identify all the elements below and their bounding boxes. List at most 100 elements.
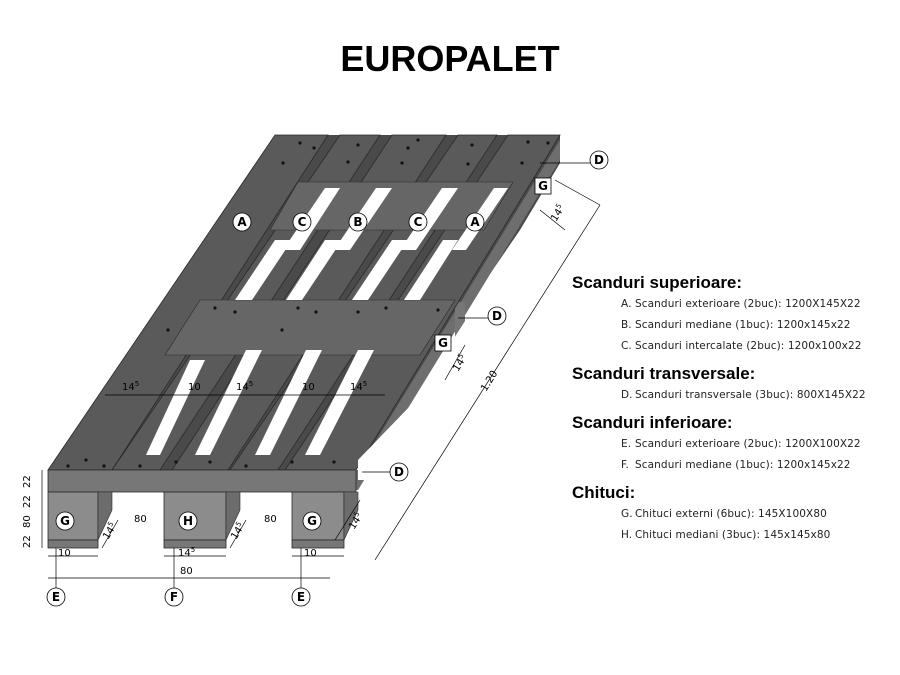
label-d-front: D bbox=[389, 462, 409, 482]
slot-12 bbox=[305, 350, 374, 455]
legend-item: F. Scanduri mediane (1buc): 1200x145x22 bbox=[572, 455, 892, 476]
legend-item-text: Scanduri intercalate (2buc): 1200x100x22 bbox=[635, 340, 862, 352]
svg-text:G: G bbox=[538, 179, 548, 193]
slot-11 bbox=[255, 350, 322, 455]
svg-text:G: G bbox=[60, 514, 70, 528]
label-e-left: E bbox=[46, 587, 66, 607]
dim-22-top: 22 bbox=[22, 475, 33, 488]
svg-text:H: H bbox=[183, 514, 193, 528]
label-g-left: G bbox=[55, 511, 75, 531]
dim-board-c2-width: 10 bbox=[302, 382, 315, 393]
legend-item-text: Scanduri mediane (1buc): 1200x145x22 bbox=[635, 319, 851, 331]
dim-height-80-right: 80 bbox=[264, 514, 277, 525]
label-d-rear: D bbox=[589, 150, 609, 170]
svg-text:F: F bbox=[170, 590, 178, 604]
legend-item-letter: B. bbox=[621, 319, 632, 331]
dim-block-g-right: 10 bbox=[304, 548, 317, 559]
legend-item: G.Chituci externi (6buc): 145X100X80 bbox=[572, 504, 892, 525]
legend-panel: Scanduri superioare:A.Scanduri exterioar… bbox=[572, 272, 892, 546]
legend-item-letter: A. bbox=[621, 298, 632, 310]
leader-lines bbox=[55, 548, 302, 588]
slot-7 bbox=[352, 240, 408, 300]
middle-cross-board bbox=[164, 299, 456, 356]
legend-section-title: Scanduri transversale: bbox=[572, 364, 756, 383]
legend-item-letter: H. bbox=[621, 529, 633, 541]
svg-text:B: B bbox=[353, 215, 362, 229]
label-c-right: C bbox=[408, 212, 428, 232]
svg-text:G: G bbox=[438, 336, 448, 350]
legend-section-title: Chituci: bbox=[572, 483, 636, 502]
dimension-lines bbox=[41, 162, 601, 579]
label-g-rear: G bbox=[534, 177, 552, 195]
label-c-left: C bbox=[292, 212, 312, 232]
legend-item: H.Chituci mediani (3buc): 145x145x80 bbox=[572, 525, 892, 546]
legend-item-text: Scanduri exterioare (2buc): 1200X100X22 bbox=[635, 438, 861, 450]
legend-item-text: Chituci mediani (3buc): 145x145x80 bbox=[635, 529, 831, 541]
block-g-left-side bbox=[97, 491, 113, 541]
bottom-board-e-right bbox=[291, 539, 345, 549]
dim-board-a-width: 145 bbox=[122, 380, 139, 393]
block-g-left bbox=[47, 491, 99, 541]
legend-item-letter: D. bbox=[621, 389, 633, 401]
slot-6 bbox=[286, 240, 342, 300]
slot-5 bbox=[235, 240, 292, 300]
label-b: B bbox=[348, 212, 368, 232]
label-a-left: A bbox=[232, 212, 252, 232]
bottom-board-f bbox=[163, 539, 227, 549]
dim-board-a2-width: 145 bbox=[350, 380, 367, 393]
svg-text:D: D bbox=[394, 465, 404, 479]
dim-g-side: 145 bbox=[548, 202, 568, 223]
dim-22-mid: 22 bbox=[22, 495, 33, 508]
svg-text:D: D bbox=[492, 309, 502, 323]
svg-text:C: C bbox=[414, 215, 423, 229]
dim-block-h: 145 bbox=[178, 546, 195, 559]
block-g-right-side bbox=[343, 491, 359, 541]
svg-text:E: E bbox=[297, 590, 305, 604]
side-opening-rear bbox=[440, 220, 548, 360]
legend-section-title: Scanduri inferioare: bbox=[572, 413, 733, 432]
svg-text:G: G bbox=[307, 514, 317, 528]
svg-text:C: C bbox=[298, 215, 307, 229]
legend-item-text: Scanduri exterioare (2buc): 1200X145X22 bbox=[635, 298, 861, 310]
dim-22-bottom: 22 bbox=[22, 535, 33, 548]
legend-item-letter: F. bbox=[621, 459, 629, 471]
diagram-title: EUROPALET bbox=[340, 38, 560, 79]
label-g-right: G bbox=[302, 511, 322, 531]
bottom-board-e-left bbox=[47, 539, 99, 549]
dim-height-80-left: 80 bbox=[134, 514, 147, 525]
legend-item-text: Scanduri transversale (3buc): 800X145X22 bbox=[635, 389, 866, 401]
slot-10 bbox=[195, 350, 262, 455]
label-h: H bbox=[178, 511, 198, 531]
legend-item: A.Scanduri exterioare (2buc): 1200X145X2… bbox=[572, 294, 892, 315]
legend-item-letter: E. bbox=[621, 438, 632, 450]
svg-text:E: E bbox=[52, 590, 60, 604]
legend-item: E.Scanduri exterioare (2buc): 1200X100X2… bbox=[572, 434, 892, 455]
label-a-right: A bbox=[465, 212, 485, 232]
legend-item: B.Scanduri mediane (1buc): 1200x145x22 bbox=[572, 315, 892, 336]
nail-holes bbox=[66, 138, 550, 468]
label-e-right: E bbox=[291, 587, 311, 607]
label-d-middle: D bbox=[487, 306, 507, 326]
dim-width-80: 80 bbox=[180, 566, 193, 577]
legend-item-text: Scanduri mediane (1buc): 1200x145x22 bbox=[635, 459, 851, 471]
label-f: F bbox=[164, 587, 184, 607]
dim-board-c-width: 10 bbox=[188, 382, 201, 393]
dim-80-side: 80 bbox=[22, 515, 33, 528]
dim-length-120: 1.20 bbox=[479, 369, 500, 394]
legend-item-letter: G. bbox=[621, 508, 633, 520]
svg-text:A: A bbox=[470, 215, 480, 229]
side-opening-front bbox=[358, 375, 455, 480]
legend-item: D.Scanduri transversale (3buc): 800X145X… bbox=[572, 385, 892, 406]
slot-1 bbox=[283, 188, 340, 250]
legend-item: C.Scanduri intercalate (2buc): 1200x100x… bbox=[572, 336, 892, 357]
slot-8 bbox=[404, 240, 458, 300]
slot-9 bbox=[146, 360, 205, 455]
svg-text:D: D bbox=[594, 153, 604, 167]
dim-board-b-width: 145 bbox=[236, 380, 253, 393]
slot-3 bbox=[400, 188, 458, 250]
front-top-board bbox=[47, 469, 357, 493]
svg-text:A: A bbox=[237, 215, 247, 229]
dim-block-g-left: 10 bbox=[58, 548, 71, 559]
legend-item-text: Chituci externi (6buc): 145X100X80 bbox=[635, 508, 827, 520]
